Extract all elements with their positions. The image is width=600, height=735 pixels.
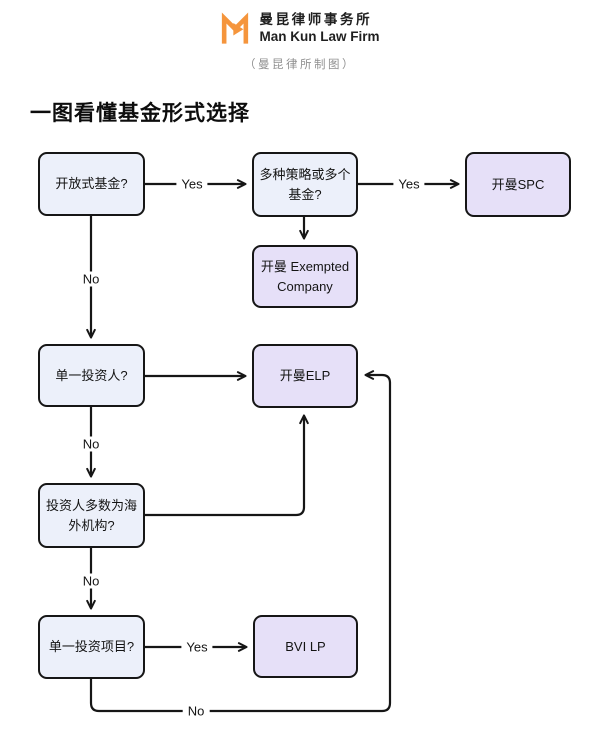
connector-overseas-to-elp	[145, 414, 309, 517]
law-firm-name: 曼昆律师事务所 Man Kun Law Firm	[259, 12, 379, 44]
edge-label-single-project-no: No	[182, 703, 210, 719]
node-question-overseas-investors: 投资人多数为海 外机构?	[38, 483, 145, 548]
edge-label-open-fund-no: No	[77, 271, 105, 287]
node-question-multi-strategy: 多种策略或多个 基金?	[252, 152, 358, 217]
node-question-single-investor: 单一投资人?	[38, 344, 145, 407]
node-result-cayman-elp: 开曼ELP	[252, 344, 358, 408]
edge-label-open-fund-yes: Yes	[176, 176, 208, 192]
edge-label-overseas-investors-no: No	[77, 573, 105, 589]
edge-label-single-project-yes: Yes	[181, 639, 213, 655]
mankun-m-icon	[220, 12, 250, 44]
firm-name-en: Man Kun Law Firm	[259, 28, 380, 44]
edge-label-multi-strategy-yes: Yes	[393, 176, 425, 192]
credit-caption: （曼昆律所制图）	[244, 59, 356, 71]
node-result-bvi-lp: BVI LP	[253, 615, 358, 678]
law-firm-logo: 曼昆律师事务所 Man Kun Law Firm	[0, 12, 600, 44]
page-title: 一图看懂基金形式选择	[30, 102, 250, 125]
node-question-open-fund: 开放式基金?	[38, 152, 145, 216]
edge-label-single-investor-no: No	[77, 436, 105, 452]
node-result-cayman-spc: 开曼SPC	[465, 152, 571, 217]
node-result-cayman-exempted-company: 开曼 Exempted Company	[252, 245, 358, 308]
firm-name-zh: 曼昆律师事务所	[259, 12, 373, 27]
node-question-single-project: 单一投资项目?	[38, 615, 145, 679]
